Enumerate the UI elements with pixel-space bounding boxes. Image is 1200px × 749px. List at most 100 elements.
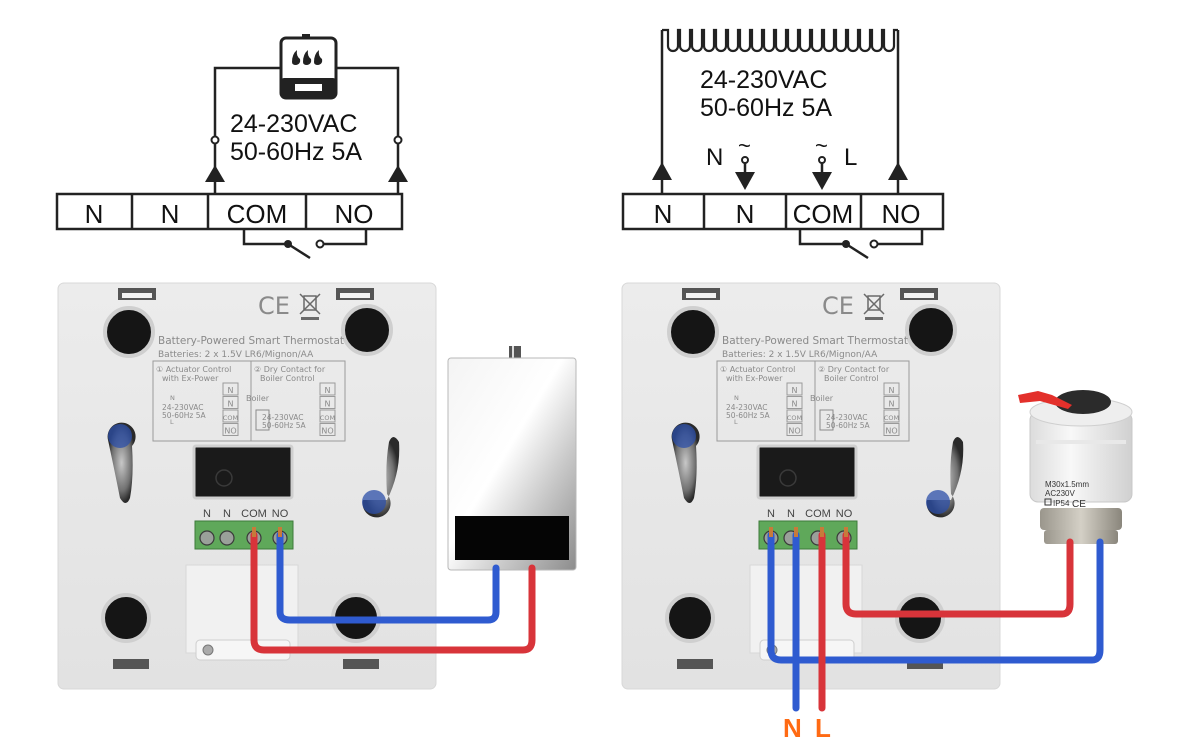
- legend-boiler-icon: [255, 409, 270, 431]
- legend-section1-sub: with Ex-Power: [726, 374, 783, 383]
- product-label: Battery-Powered Smart Thermostat: [158, 335, 344, 347]
- battery-spec-label: Batteries: 2 x 1.5V LR6/Mignon/AA: [158, 350, 314, 360]
- legend-terminal-label: N: [228, 386, 234, 395]
- boiler-icon: [279, 34, 338, 100]
- arrow-up-icon: [888, 162, 908, 180]
- legend-voltage: 24-230VAC: [826, 413, 867, 422]
- mounting-hole: [665, 593, 715, 643]
- actuator-ce-mark: CE: [1072, 499, 1086, 510]
- legend-terminal-label: COM: [320, 414, 335, 422]
- wire-ferrule: [769, 527, 773, 537]
- mounting-hole: [667, 306, 719, 358]
- arrow-up-icon: [388, 165, 408, 182]
- terminal-com: COM: [793, 199, 854, 229]
- wire-ferrule: [844, 527, 848, 537]
- terminal-screw: [199, 530, 215, 546]
- legend-section2-sub: Boiler Control: [260, 374, 315, 383]
- legend-terminal-box: [883, 409, 900, 423]
- legend-frequency: 50-60Hz 5A: [726, 411, 771, 420]
- clip-slot: [113, 659, 149, 669]
- mounting-hole: [101, 593, 151, 643]
- terminal-n2: N: [161, 199, 180, 229]
- wiring-legend-box: [716, 360, 910, 442]
- arrow-up-icon: [205, 165, 225, 182]
- legend-terminal-label: N: [228, 400, 234, 409]
- supply-neutral-label: N: [783, 713, 802, 743]
- legend-boiler-icon: [819, 409, 834, 431]
- terminal-block-label: COM: [241, 508, 267, 520]
- legend-terminal-box: [319, 382, 336, 396]
- terminal-block-label: N: [767, 508, 775, 520]
- arrow-down-icon: [735, 172, 755, 190]
- clip-slot: [343, 659, 379, 669]
- actuator-spec-ip: IP54: [1053, 499, 1070, 508]
- wire-ferrule: [252, 527, 256, 537]
- terminal-block-label: N: [787, 508, 795, 520]
- terminal-block-label: N: [203, 508, 211, 520]
- weee-bin-icon: [863, 293, 885, 320]
- arrow-up-icon: [652, 162, 672, 180]
- legend-l-arrow: L: [734, 418, 738, 426]
- legend-terminal-box: [319, 409, 336, 423]
- legend-section2-title: ② Dry Contact for: [818, 365, 890, 374]
- supply-l-label: L: [844, 144, 857, 171]
- terminal-block-label: N: [223, 508, 231, 520]
- legend-boiler-label: Boiler: [246, 394, 270, 403]
- legend-section2-title: ② Dry Contact for: [254, 365, 326, 374]
- mounting-hole: [103, 306, 155, 358]
- product-label: Battery-Powered Smart Thermostat: [722, 335, 908, 347]
- legend-terminal-box: [786, 409, 803, 423]
- actuator-spec-thread: M30x1.5mm: [1045, 480, 1089, 489]
- wiring-legend-box: [152, 360, 346, 442]
- legend-terminal-label: N: [792, 400, 798, 409]
- clip-slot: [677, 659, 713, 669]
- terminal-block-label: NO: [272, 508, 289, 520]
- legend-terminal-label: NO: [224, 427, 236, 436]
- legend-voltage: 24-230VAC: [162, 403, 203, 412]
- wire-ferrule: [794, 527, 798, 537]
- legend-frequency: 50-60Hz 5A: [162, 411, 207, 420]
- heating-element-icon: [662, 28, 898, 53]
- legend-section1-sub: with Ex-Power: [162, 374, 219, 383]
- legend-terminal-box: [883, 423, 900, 436]
- wires: [250, 527, 1104, 712]
- weee-bin-icon: [299, 293, 321, 320]
- legend-voltage: 24-230VAC: [262, 413, 303, 422]
- legend-terminal-box: [222, 396, 239, 409]
- legend-n-arrow: N: [170, 394, 175, 402]
- left-frequency-label: 50-60Hz 5A: [230, 138, 362, 166]
- legend-terminal-label: COM: [787, 414, 802, 422]
- legend-voltage: 24-230VAC: [726, 403, 767, 412]
- legend-l-arrow: L: [170, 418, 174, 426]
- boiler-device: [447, 346, 577, 571]
- legend-terminal-box: [222, 382, 239, 396]
- terminal-no: NO: [335, 199, 374, 229]
- terminal-n1: N: [85, 199, 104, 229]
- legend-terminal-label: NO: [321, 427, 333, 436]
- wire-ferrule: [278, 527, 282, 537]
- legend-terminal-label: N: [889, 400, 895, 409]
- keyhole-slot: [362, 437, 400, 518]
- supply-live-label: L: [815, 713, 831, 743]
- legend-terminal-box: [319, 396, 336, 409]
- legend-terminal-box: [786, 382, 803, 396]
- relay-component: [756, 444, 858, 500]
- left-voltage-label: 24-230VAC: [230, 110, 357, 138]
- clip-slot: [907, 659, 943, 669]
- live-wire: [250, 531, 536, 654]
- relay-switch-icon: [798, 229, 924, 260]
- ce-mark: CE: [822, 292, 854, 320]
- supply-n-label: N: [706, 144, 723, 171]
- legend-terminal-label: COM: [884, 414, 899, 422]
- mounting-hole: [341, 304, 393, 356]
- thermostat-back-left: CE Battery-Powered Smart ThermostatBatter…: [57, 282, 437, 690]
- legend-section1-title: ① Actuator Control: [156, 365, 231, 374]
- battery-spec-label: Batteries: 2 x 1.5V LR6/Mignon/AA: [722, 350, 878, 360]
- neutral-wire: [276, 531, 500, 624]
- legend-terminal-box: [786, 423, 803, 436]
- legend-terminal-box: [883, 382, 900, 396]
- legend-terminal-label: N: [792, 386, 798, 395]
- ce-mark: CE: [258, 292, 290, 320]
- ac-symbol-n: ~: [738, 133, 751, 158]
- terminal-block-label: COM: [805, 508, 831, 520]
